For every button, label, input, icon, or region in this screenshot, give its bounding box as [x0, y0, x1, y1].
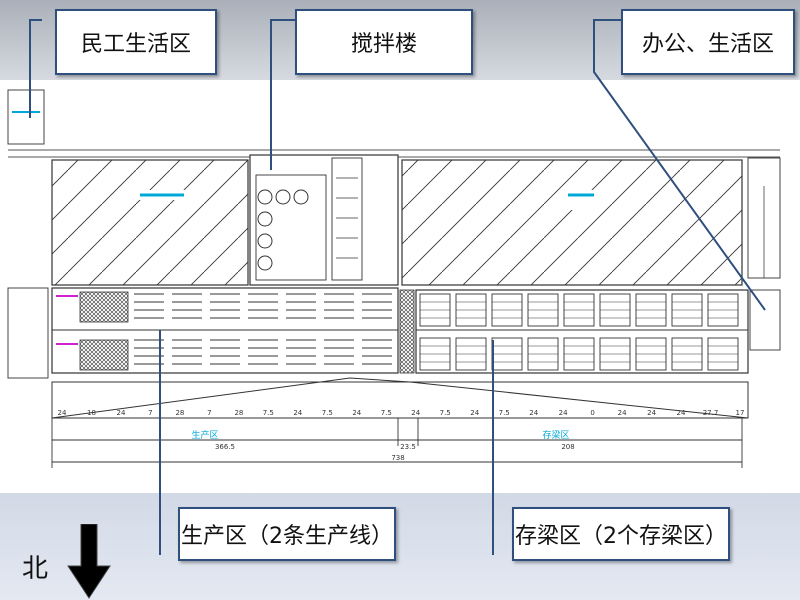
production-dimension-label: 生产区	[191, 429, 218, 441]
segment-dimension-label: 7.5	[263, 409, 274, 417]
north-label: 北	[22, 554, 49, 584]
leader-line-mixing	[270, 19, 296, 170]
callout-mixing-plant-label: 搅拌楼	[350, 32, 417, 57]
segment-dimension-label: 24	[529, 409, 538, 417]
hatched-yard-left	[51, 159, 249, 286]
divider-column	[399, 289, 415, 374]
leader-line-workers	[29, 19, 42, 118]
segment-dimension-label: 24	[58, 409, 67, 417]
middle-dimension-value: 23.5	[400, 443, 416, 451]
segment-dimension-label: 7.5	[499, 409, 510, 417]
segment-dimension-label: 7.5	[440, 409, 451, 417]
leader-line-office	[593, 19, 766, 311]
callout-beam-storage-area-label: 存梁区（2个存梁区）	[515, 524, 727, 549]
segment-dimension-label: 27.7	[703, 409, 719, 417]
hatched-yard-right	[401, 159, 743, 286]
gate-house	[7, 89, 45, 145]
segment-dimension-label: 7.5	[322, 409, 333, 417]
callout-production-area: 生产区（2条生产线）	[178, 507, 396, 561]
segment-dimension-label: 24	[117, 409, 126, 417]
segment-dimension-label: 24	[559, 409, 568, 417]
segment-dimension-label: 24	[293, 409, 302, 417]
production-slots	[134, 293, 392, 365]
callout-mixing-plant: 搅拌楼	[295, 9, 473, 75]
storage-slots	[419, 293, 739, 371]
segment-dimension-label: 24	[618, 409, 627, 417]
segment-dimension-label: 24	[647, 409, 656, 417]
segment-dimension-label: 24	[411, 409, 420, 417]
mixing-plant-block	[249, 154, 399, 286]
segment-dimensions: 24 18 24 7 28 7 28 7.5 24 7.5 24 7.5 24 7.5 24 7.5 24 24 0…	[58, 409, 745, 417]
left-edge-structure	[7, 287, 49, 379]
callout-office-living-area-label: 办公、生活区	[641, 32, 774, 57]
segment-dimension-label: 24	[677, 409, 686, 417]
callout-workers-living-area-label: 民工生活区	[80, 32, 191, 57]
production-dimension-value: 366.5	[215, 443, 235, 451]
production-line-1-equipment	[79, 291, 129, 323]
segment-dimension-label: 28	[175, 409, 184, 417]
segment-dimension-label: 7.5	[381, 409, 392, 417]
total-dimension-value: 738	[391, 454, 404, 462]
callout-beam-storage-area: 存梁区（2个存梁区）	[512, 507, 730, 561]
segment-dimension-label: 18	[87, 409, 96, 417]
segment-dimension-label: 7	[148, 409, 152, 417]
callout-office-living-area: 办公、生活区	[621, 9, 795, 75]
storage-area	[415, 289, 749, 374]
production-line-2-equipment	[79, 339, 129, 371]
segment-dimension-label: 28	[234, 409, 243, 417]
segment-dimension-label: 7	[207, 409, 211, 417]
callout-production-area-label: 生产区（2条生产线）	[181, 524, 393, 549]
storage-dimension-value: 208	[561, 443, 574, 451]
segment-dimension-label: 0	[590, 409, 594, 417]
down-arrow-icon	[67, 524, 111, 599]
segment-dimension-label: 17	[736, 409, 745, 417]
segment-dimension-label: 24	[352, 409, 361, 417]
segment-dimension-label: 24	[470, 409, 479, 417]
callout-workers-living-area: 民工生活区	[55, 9, 217, 75]
storage-dimension-label: 存梁区	[542, 429, 569, 441]
